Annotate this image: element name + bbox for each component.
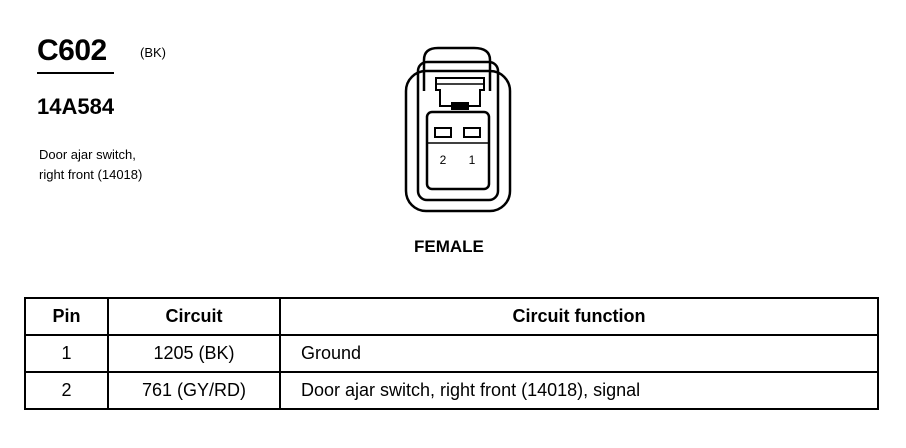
pin-table: Pin Circuit Circuit function 1 1205 (BK)…: [24, 297, 879, 410]
cell-circuit-function: Door ajar switch, right front (14018), s…: [279, 371, 879, 410]
pin-label-2: 2: [440, 153, 447, 167]
connector-color-code: (BK): [140, 45, 166, 60]
connector-id-underline: [37, 72, 114, 74]
connector-latch-tab: [435, 77, 485, 107]
header-circuit-function: Circuit function: [279, 297, 879, 336]
connector-gender: FEMALE: [414, 237, 484, 256]
connector-outer-shell: [404, 69, 512, 213]
description-line-1: Door ajar switch,: [39, 147, 136, 162]
terminal-2: [434, 127, 452, 138]
table-row: 2 761 (GY/RD) Door ajar switch, right fr…: [24, 371, 879, 410]
cell-pin: 2: [24, 371, 109, 410]
cell-circuit-function: Ground: [279, 334, 879, 373]
header-circuit: Circuit: [107, 297, 281, 336]
connector-face-drawing: 2 1: [404, 46, 512, 213]
terminal-1: [463, 127, 481, 138]
pin-label-1: 1: [469, 153, 476, 167]
cell-pin: 1: [24, 334, 109, 373]
header-pin: Pin: [24, 297, 109, 336]
connector-latch-arch: [422, 46, 492, 91]
part-number: 14A584: [37, 94, 115, 119]
cell-circuit: 761 (GY/RD): [107, 371, 281, 410]
connector-latch-notch: [451, 102, 469, 110]
cell-circuit: 1205 (BK): [107, 334, 281, 373]
connector-id: C602: [37, 34, 107, 67]
table-row: 1 1205 (BK) Ground: [24, 334, 879, 373]
connector-description: Door ajar switch, right front (14018): [39, 145, 142, 185]
connector-cavity-body: [425, 110, 491, 191]
connector-inner-shell: [416, 60, 500, 202]
description-line-2: right front (14018): [39, 167, 143, 182]
table-header-row: Pin Circuit Circuit function: [24, 297, 879, 336]
